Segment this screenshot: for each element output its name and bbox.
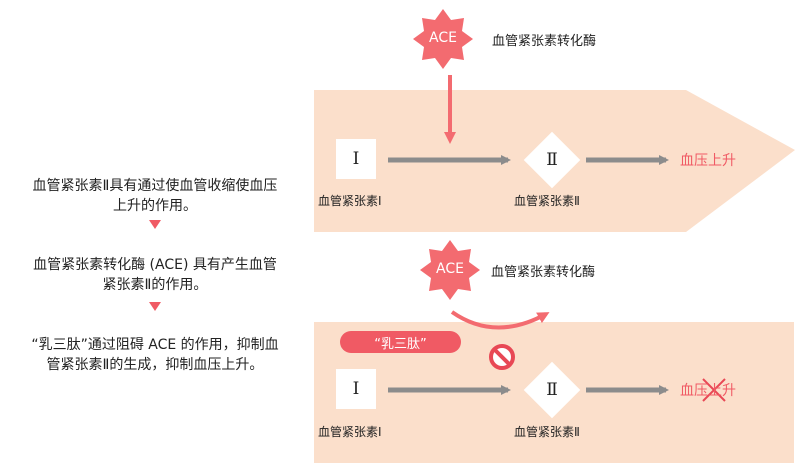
angiotensin-i-box-1: Ⅰ (336, 139, 376, 179)
tripeptide-inhibitor-pill: “乳三肽” (340, 331, 461, 353)
blood-pressure-result-2: 血压上升 (680, 383, 736, 399)
blood-pressure-result-1: 血压上升 (680, 153, 736, 169)
angiotensin-ii-label-1: 血管紧张素Ⅱ (514, 194, 580, 208)
step-1-line-2: 上升的作用。 (113, 198, 197, 214)
angiotensin-ii-symbol-1: Ⅱ (546, 150, 558, 170)
enzyme-label-1: 血管紧张素转化酶 (492, 34, 597, 49)
step-3-line-1: “乳三肽”通过阻碍 ACE 的作用，抑制血 (31, 337, 279, 353)
ace-deflected-arrow (450, 310, 550, 330)
step-3-line-2: 管紧张素Ⅱ的生成，抑制血压上升。 (46, 357, 264, 373)
angiotensin-i-symbol-2: Ⅰ (352, 379, 360, 399)
no-entry-icon (489, 344, 515, 370)
ace-star-badge-2 (420, 240, 480, 300)
cross-mark-icon (702, 378, 726, 402)
step-2-line-2: 紧张素Ⅱ的作用。 (102, 277, 208, 293)
step-down-arrow-1 (149, 220, 161, 229)
step-2-text: 血管紧张素转化酶 (ACE) 具有产生血管 紧张素Ⅱ的作用。 (4, 255, 306, 295)
step-1-text: 血管紧张素Ⅱ具有通过使血管收缩使血压 上升的作用。 (4, 176, 306, 216)
angiotensin-ii-symbol-2: Ⅱ (546, 380, 558, 400)
angiotensin-ii-label-2: 血管紧张素Ⅱ (514, 425, 580, 439)
step-3-text: “乳三肽”通过阻碍 ACE 的作用，抑制血 管紧张素Ⅱ的生成，抑制血压上升。 (4, 335, 306, 375)
ace-star-badge (413, 9, 473, 69)
step-1-line-1: 血管紧张素Ⅱ具有通过使血管收缩使血压 (32, 178, 278, 194)
angiotensin-i-label-1: 血管紧张素Ⅰ (318, 194, 382, 208)
angiotensin-i-symbol-1: Ⅰ (352, 149, 360, 169)
enzyme-label-2: 血管紧张素转化酶 (491, 265, 596, 280)
angiotensin-i-label-2: 血管紧张素Ⅰ (318, 425, 382, 439)
step-down-arrow-2 (149, 302, 161, 311)
ace-badge-label-2: ACE (436, 261, 464, 277)
ace-badge-label-1: ACE (429, 30, 457, 46)
angiotensin-i-box-2: Ⅰ (336, 369, 376, 409)
step-2-line-1: 血管紧张素转化酶 (ACE) 具有产生血管 (33, 257, 277, 273)
